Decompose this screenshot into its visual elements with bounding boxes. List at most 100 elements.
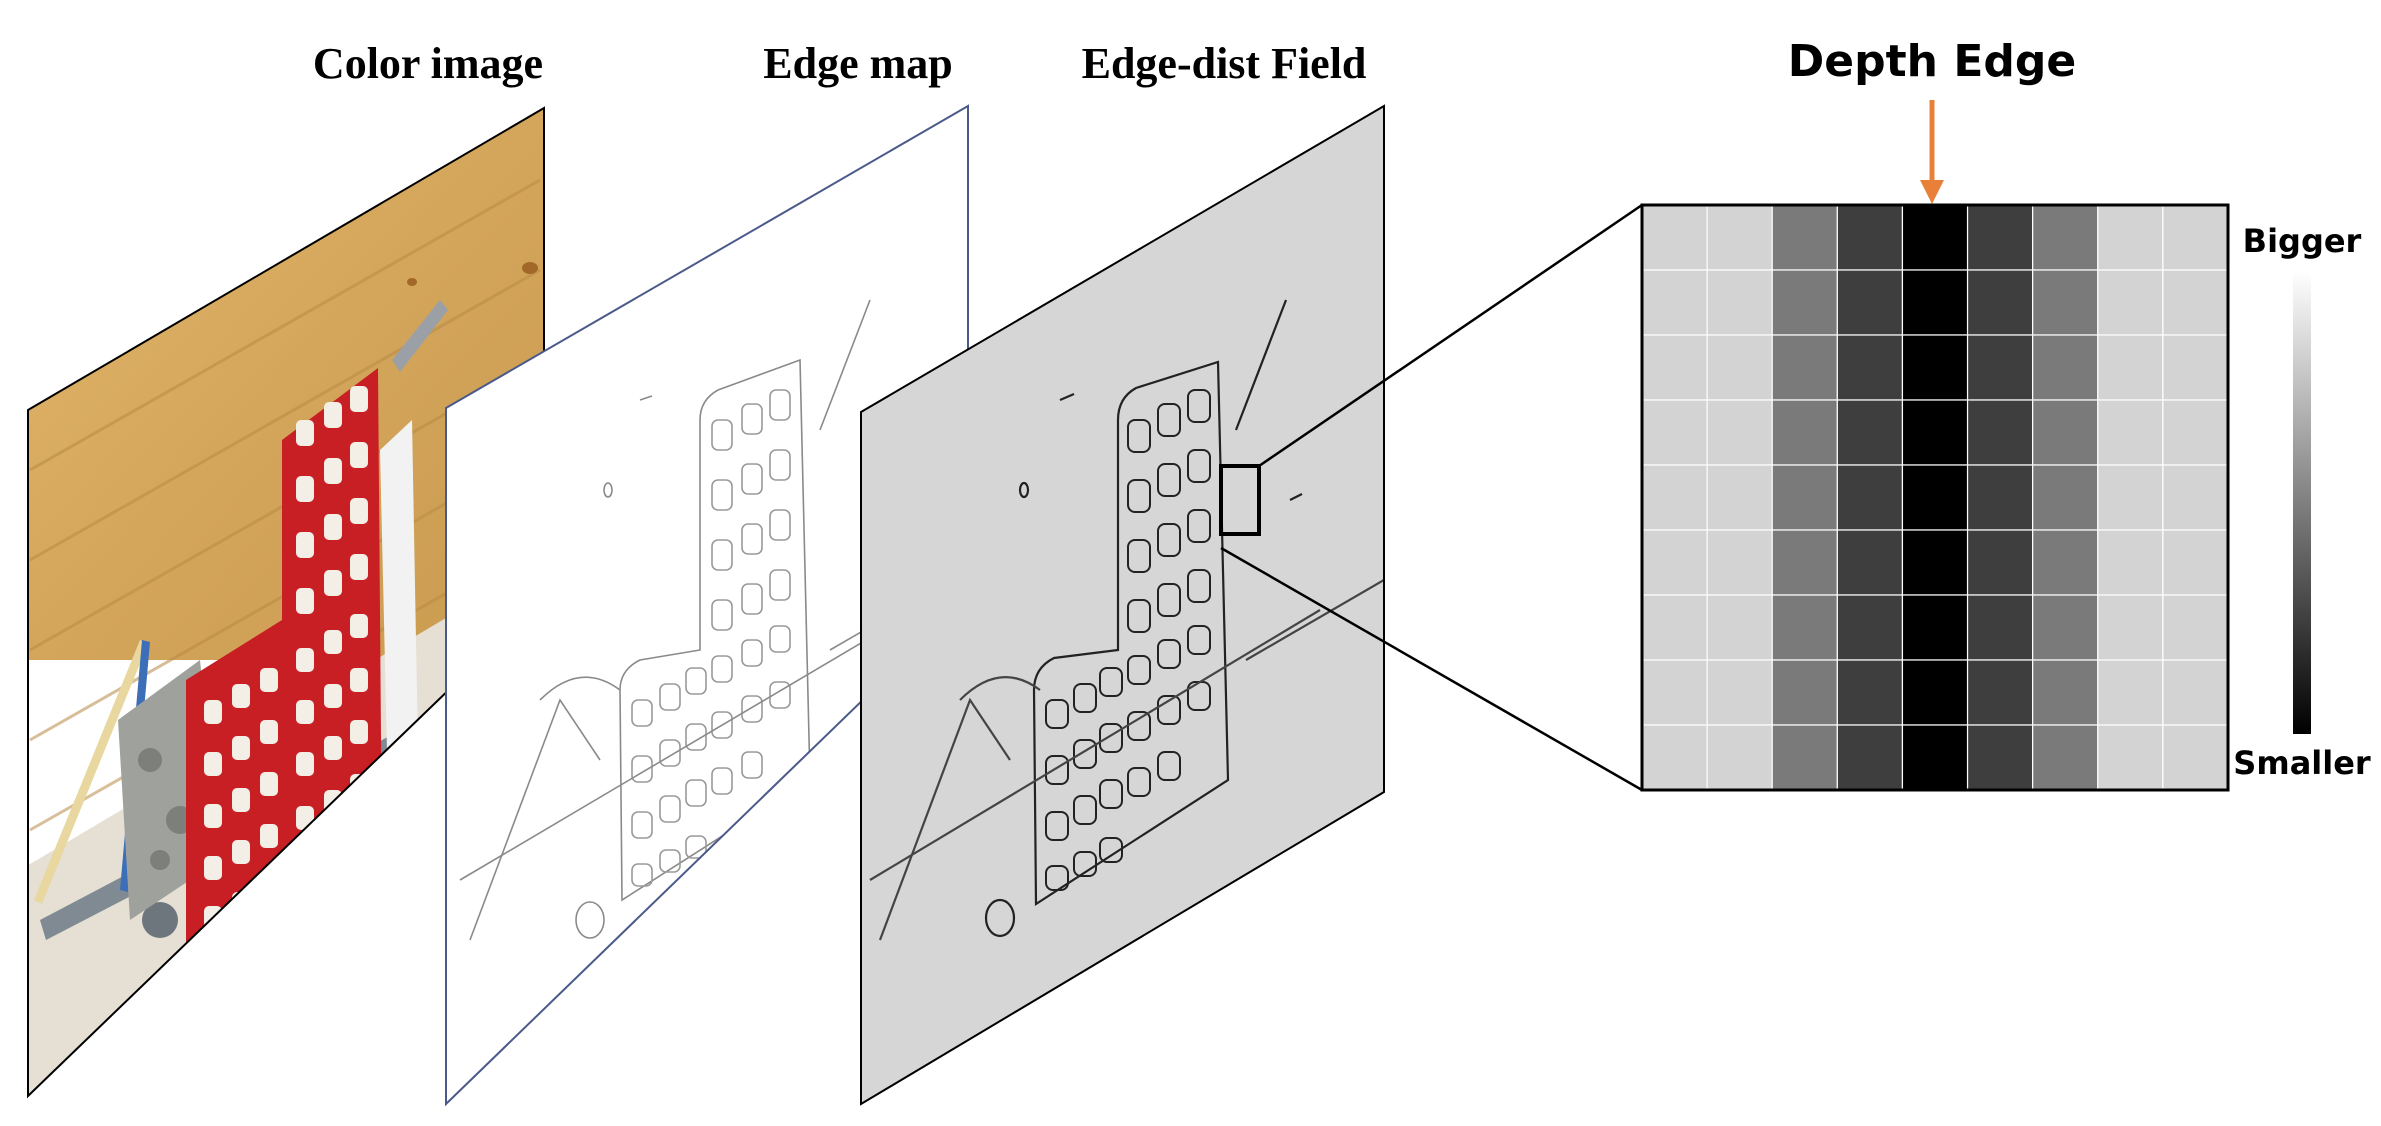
zoom-source-box	[1219, 464, 1261, 536]
grid-cell	[1836, 399, 1904, 466]
grid-cell	[1771, 594, 1838, 661]
grid-cell	[2032, 399, 2099, 466]
depth-edge-arrow	[1920, 100, 1944, 204]
grid-cell	[2162, 464, 2229, 531]
grid-cell	[1771, 659, 1838, 726]
grid-cell	[2032, 464, 2099, 531]
grid-cell	[1641, 594, 1708, 661]
edge-dist-field-border	[860, 104, 1385, 1106]
metal-bar	[392, 300, 448, 372]
grid-cell	[1836, 334, 1904, 401]
grid-cell	[2032, 659, 2099, 726]
grid-cell	[2162, 334, 2229, 401]
grid-cell	[1901, 594, 1969, 661]
grid-cell	[1706, 399, 1773, 466]
title-edge-dist-field: Edge-dist Field	[1082, 39, 1367, 88]
grid-cell	[2162, 529, 2229, 596]
grid-cell	[2162, 399, 2229, 466]
grid-cell	[2032, 724, 2099, 791]
grid-cell	[1966, 269, 2034, 336]
grid-cell	[1966, 464, 2034, 531]
grid-cell	[1966, 594, 2034, 661]
grid-cell	[1901, 204, 1969, 271]
title-color-image: Color image	[313, 39, 543, 88]
grid-cell	[1836, 659, 1904, 726]
grid-cell	[1771, 529, 1838, 596]
grid-cell	[1706, 594, 1773, 661]
grid-cell	[1641, 204, 1708, 271]
grid-cell	[2162, 594, 2229, 661]
grid-cell	[2032, 529, 2099, 596]
field-edge-lines	[869, 299, 1384, 941]
grid-cell	[2097, 594, 2164, 661]
grid-cell	[1901, 464, 1969, 531]
title-edge-map: Edge map	[763, 39, 952, 88]
grid-cell	[2097, 464, 2164, 531]
grid-cell	[2097, 204, 2164, 271]
grid-cell	[1836, 724, 1904, 791]
wood-knot	[522, 262, 538, 274]
grid-cell	[1966, 204, 2034, 271]
grid-cell	[1706, 529, 1773, 596]
grid-cell	[1836, 594, 1904, 661]
scale-top-label: Bigger	[2243, 222, 2362, 260]
grid-cell	[1901, 529, 1969, 596]
grid-cell	[1836, 464, 1904, 531]
gradient-scale-bar	[2293, 272, 2311, 734]
grid-cell	[1771, 464, 1838, 531]
grid-cell	[1641, 659, 1708, 726]
zoom-line-bottom	[1220, 546, 1643, 792]
grid-cell	[2097, 529, 2164, 596]
grid-cell	[2097, 269, 2164, 336]
grid-cell	[1706, 204, 1773, 271]
grid-cell	[1771, 269, 1838, 336]
grid-cell	[2097, 659, 2164, 726]
grid-cell	[1706, 724, 1773, 791]
grid-cell	[1641, 724, 1708, 791]
grid-cell	[1836, 529, 1904, 596]
grid-cell	[1966, 659, 2034, 726]
grid-cell	[1641, 529, 1708, 596]
grid-cell	[2032, 204, 2099, 271]
grid-cell	[1641, 464, 1708, 531]
grid-cell	[1901, 269, 1969, 336]
pencil	[34, 640, 148, 904]
zoom-line-top	[1258, 203, 1643, 468]
hammer-head	[142, 902, 178, 938]
grid-cell	[1966, 334, 2034, 401]
grid-cell	[1771, 334, 1838, 401]
grid-cell	[1901, 334, 1969, 401]
grid-cell	[1706, 464, 1773, 531]
grid-cell	[1771, 724, 1838, 791]
grid-cell	[1706, 659, 1773, 726]
title-depth-edge: Depth Edge	[1788, 36, 2076, 87]
grid-cell	[1901, 724, 1969, 791]
grid-cell	[1641, 399, 1708, 466]
grid-cell	[1771, 399, 1838, 466]
grid-cell	[1706, 334, 1773, 401]
grid-cell	[1966, 529, 2034, 596]
grid-cell	[1901, 399, 1969, 466]
grid-cell	[2162, 269, 2229, 336]
grid-cell	[1836, 269, 1904, 336]
grid-cell	[2097, 334, 2164, 401]
grid-cell	[2097, 724, 2164, 791]
grid-cell	[1641, 269, 1708, 336]
grid-cell	[1836, 204, 1904, 271]
grid-cell	[1901, 659, 1969, 726]
grid-cell	[1966, 724, 2034, 791]
edge-dist-field-plane	[860, 104, 1385, 1106]
grid-cell	[1641, 334, 1708, 401]
grid-cell	[2032, 269, 2099, 336]
grid-cell	[2032, 594, 2099, 661]
grid-cell	[2097, 399, 2164, 466]
zoomed-grid-border	[1640, 203, 2230, 792]
grid-cell	[1966, 399, 2034, 466]
grid-cell	[1706, 269, 1773, 336]
grid-cell	[2162, 724, 2229, 791]
grid-cell	[2162, 659, 2229, 726]
zoomed-grid	[1641, 204, 2229, 791]
grid-cell	[2162, 204, 2229, 271]
grid-cell	[2032, 334, 2099, 401]
